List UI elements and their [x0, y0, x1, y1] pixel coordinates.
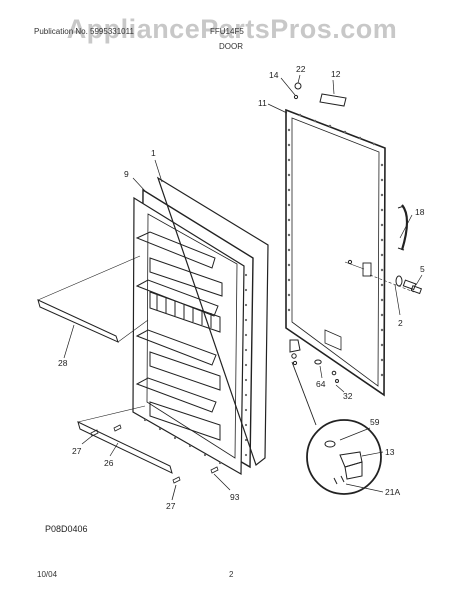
- inner-door-liner: [132, 188, 254, 476]
- callout-2: 2: [398, 318, 403, 328]
- callout-64: 64: [316, 379, 326, 389]
- page-title: DOOR: [219, 42, 243, 51]
- publication-number: Publication No. 5995331011: [34, 27, 134, 36]
- callout-93: 93: [230, 492, 240, 502]
- callout-27-lower: 27: [166, 501, 176, 511]
- door-gasket: [156, 176, 269, 466]
- door-handle: [400, 204, 409, 251]
- callout-22: 22: [296, 64, 306, 74]
- outer-door-panel: [285, 108, 386, 397]
- watermark: AppliancePartsPros.com: [66, 14, 398, 44]
- callout-12: 12: [331, 69, 341, 79]
- page-number: 2: [229, 570, 234, 579]
- callout-26: 26: [104, 458, 114, 468]
- diagram-code: P08D0406: [45, 524, 88, 534]
- hinge-assembly: [291, 361, 384, 495]
- callout-59: 59: [370, 417, 380, 427]
- callout-27-upper: 27: [72, 446, 82, 456]
- callout-13: 13: [385, 447, 395, 457]
- callout-28: 28: [58, 358, 68, 368]
- callout-32: 32: [343, 391, 353, 401]
- footer-date: 10/04: [37, 570, 58, 579]
- callout-14: 14: [269, 70, 279, 80]
- callout-5: 5: [420, 264, 425, 274]
- callout-11: 11: [258, 98, 267, 108]
- callout-18: 18: [415, 207, 425, 217]
- section-code: FFU14F5: [210, 27, 244, 36]
- callout-21a: 21A: [385, 487, 400, 497]
- callout-1: 1: [151, 148, 156, 158]
- callout-9: 9: [124, 169, 129, 179]
